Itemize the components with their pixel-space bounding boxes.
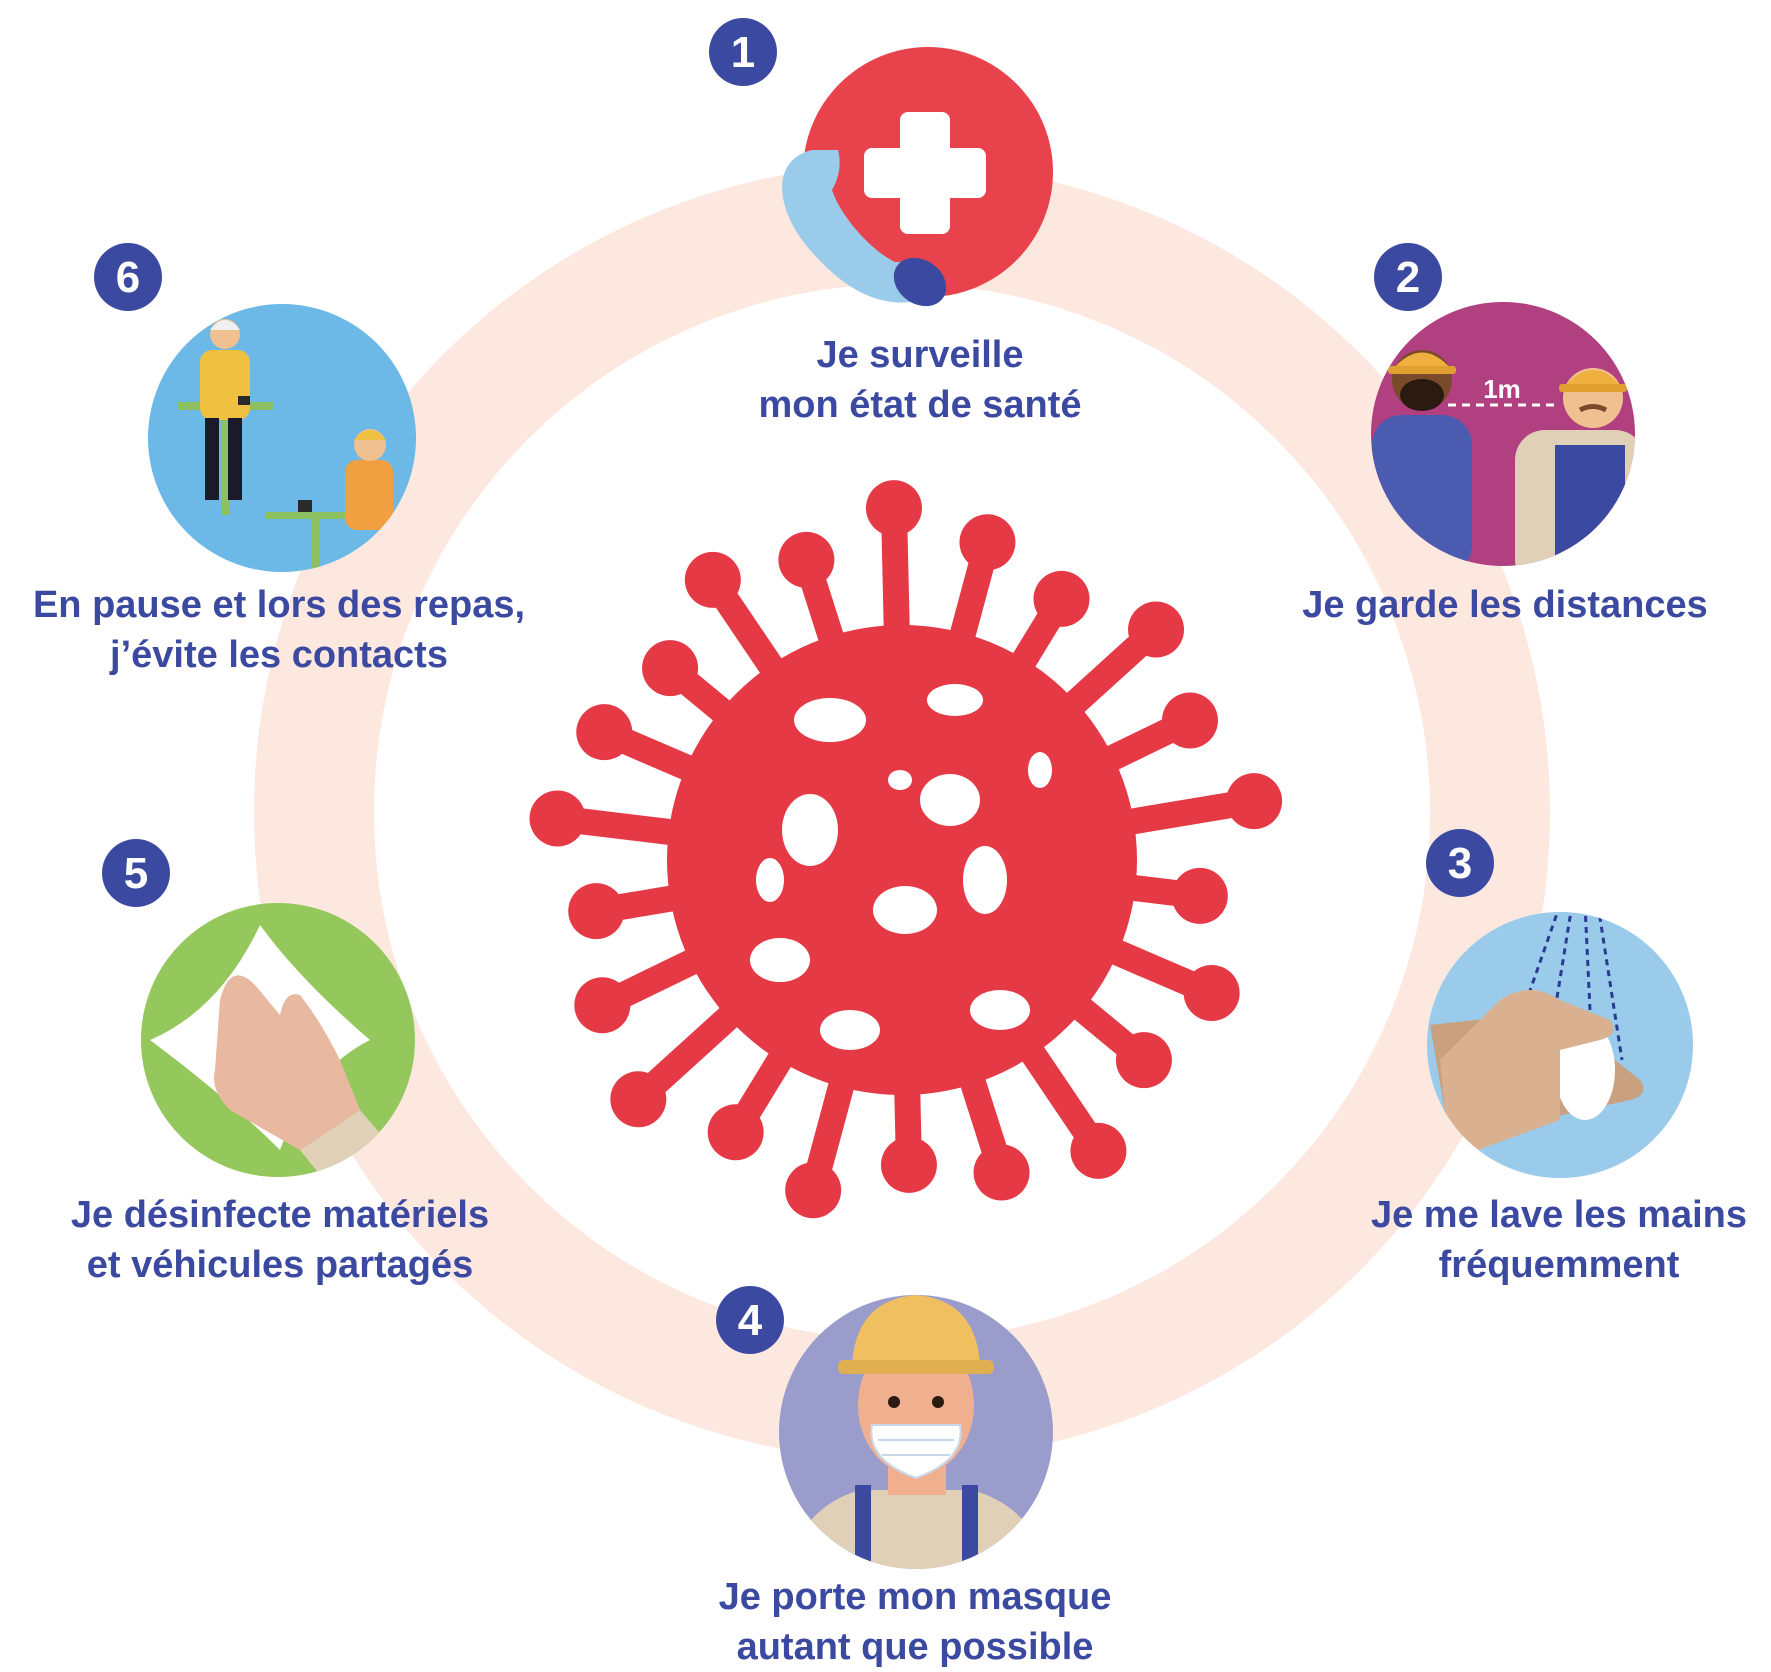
step-2-number: 2	[1396, 253, 1420, 302]
step-3-line-1: Je me lave les mains	[1370, 1194, 1748, 1236]
step-5-line-2: et véhicules partagés	[86, 1244, 474, 1286]
step-5-line-1: Je désinfecte matériels	[70, 1194, 490, 1236]
virus-icon	[529, 480, 1283, 1219]
step-3-line-2: fréquemment	[1438, 1244, 1680, 1286]
step-1-number: 1	[731, 28, 755, 77]
step-3-label: Je me lave les mains fréquemment	[1350, 1190, 1768, 1290]
step-4-line-1: Je porte mon masque	[718, 1576, 1112, 1618]
step-6-badge: 6	[94, 243, 162, 311]
step-5-number: 5	[124, 849, 148, 898]
step-3-illustration	[1427, 912, 1693, 1178]
step-2-badge: 2	[1374, 243, 1442, 311]
step-1-badge: 1	[709, 18, 777, 86]
medical-cross-icon	[864, 112, 986, 234]
hard-hat-icon	[852, 1295, 980, 1365]
step-4-number: 4	[738, 1296, 763, 1345]
step-1-label: Je surveille mon état de santé	[720, 330, 1120, 430]
step-3-number: 3	[1448, 839, 1472, 888]
water-stream-icon	[1523, 912, 1624, 1061]
step-1-line-2: mon état de santé	[758, 384, 1082, 426]
step-1-illustration	[782, 47, 1053, 307]
step-4-badge: 4	[716, 1286, 784, 1354]
step-5-label: Je désinfecte matériels et véhicules par…	[20, 1190, 540, 1290]
step-3-badge: 3	[1426, 829, 1494, 897]
step-4-illustration	[779, 1295, 1053, 1569]
face-mask-icon	[870, 1424, 962, 1480]
step-6-number: 6	[116, 253, 140, 302]
step-5-badge: 5	[102, 839, 170, 907]
step-6-line-1: En pause et lors des repas,	[32, 584, 526, 626]
step-2-line-1: Je garde les distances	[1302, 584, 1708, 626]
step-6-line-2: j’évite les contacts	[110, 634, 448, 676]
step-4-label: Je porte mon masque autant que possible	[680, 1572, 1150, 1672]
phone-earpiece-icon	[893, 257, 947, 307]
step-4-line-2: autant que possible	[736, 1626, 1094, 1668]
step-1-line-1: Je surveille	[816, 334, 1024, 376]
step-badges: 1 2 3 4 5 6	[94, 18, 1494, 1354]
step-6-label: En pause et lors des repas, j’évite les …	[4, 580, 554, 680]
distance-label: 1m	[1483, 374, 1521, 404]
step-6-illustration	[148, 304, 416, 572]
step-2-label: Je garde les distances	[1270, 580, 1740, 630]
